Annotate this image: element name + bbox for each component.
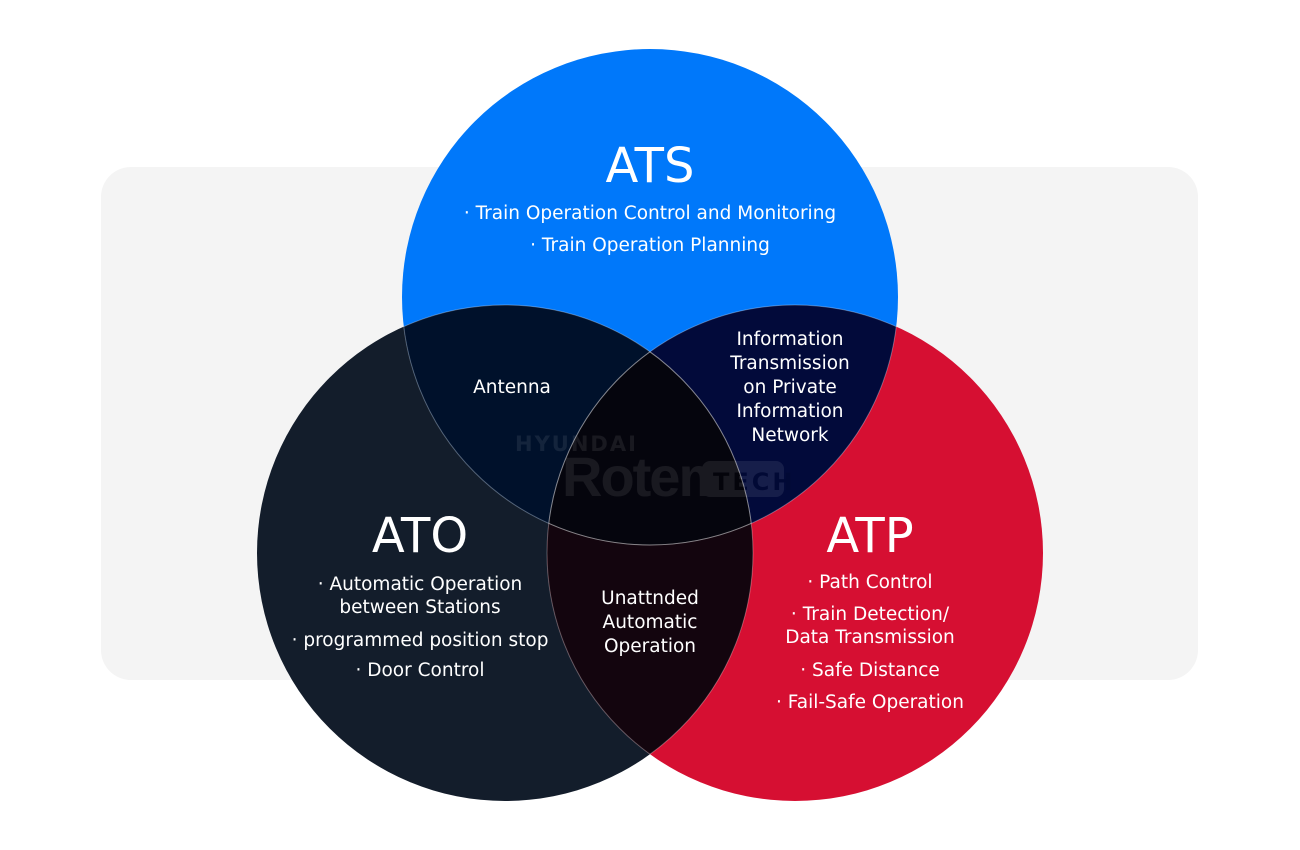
ats-item: · Train Operation Planning [530, 235, 770, 256]
ato-title: ATO [371, 508, 469, 564]
atp-item: · Safe Distance [800, 660, 940, 681]
atp-title: ATP [826, 508, 914, 564]
ato-item: · Door Control [355, 660, 485, 681]
ats-atp-label: Information Transmission on Private Info… [730, 329, 850, 446]
svg-text:Rotem: Rotem [562, 445, 726, 508]
ato-item: between Stations [339, 597, 501, 618]
svg-text:HYUNDAI: HYUNDAI [515, 432, 638, 456]
ato-items: · Automatic Operation between Stations ·… [292, 570, 549, 686]
ats-title: ATS [605, 138, 695, 194]
ats-ato-label: Antenna [473, 377, 551, 398]
ato-item: · programmed position stop [291, 630, 549, 651]
atp-item: · Path Control [807, 572, 933, 593]
svg-text:TECH: TECH [713, 468, 795, 496]
atp-item: Data Transmission [785, 627, 955, 648]
hyundai-rotem-tech-logo: HYUNDAI Rotem TECH [515, 432, 795, 508]
atp-item: · Fail-Safe Operation [776, 692, 964, 713]
ato-item: · Automatic Operation [317, 574, 523, 595]
atp-item: · Train Detection/ [790, 604, 950, 625]
ats-items: · Train Operation Control and Monitoring… [464, 198, 836, 262]
ato-atp-label: Unattnded Automatic Operation [601, 588, 699, 657]
atp-items: · Path Control · Train Detection/ Data T… [776, 567, 964, 719]
ats-item: · Train Operation Control and Monitoring [463, 203, 837, 224]
